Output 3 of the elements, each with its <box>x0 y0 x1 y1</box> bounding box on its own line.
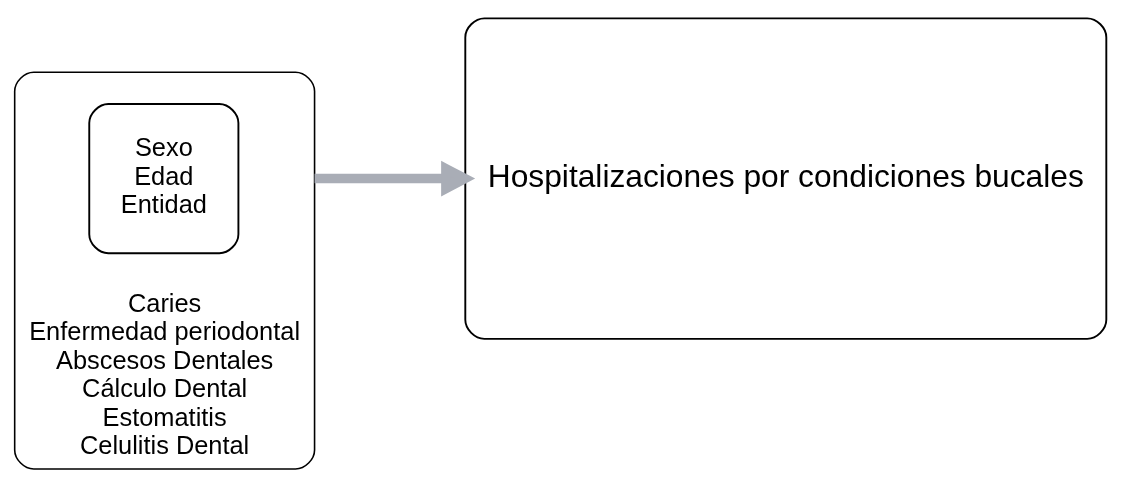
node-box: Sexo Edad Entidad <box>88 103 240 255</box>
node-box: Hospitalizaciones por condiciones bucales <box>464 17 1108 340</box>
arrow <box>314 160 476 197</box>
